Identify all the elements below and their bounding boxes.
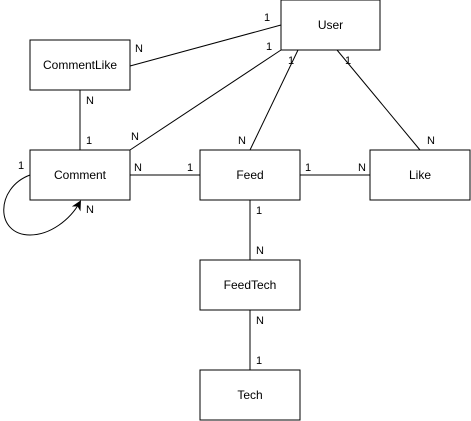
rel-line-commentlike-user (129, 24, 282, 67)
rel-line-comment-user (129, 49, 282, 151)
card-feed-user-to: 1 (288, 55, 294, 67)
card-comment-feed-to: 1 (187, 162, 193, 174)
entity-tech-label: Tech (237, 388, 262, 402)
card-like-user-from: N (427, 135, 435, 147)
rel-line-like-user (336, 49, 421, 151)
entity-tech[interactable]: Tech (199, 369, 301, 421)
entity-feedtech-label: FeedTech (224, 278, 277, 292)
card-comment-self-from: 1 (18, 160, 24, 172)
entity-like[interactable]: Like (369, 149, 471, 201)
entity-commentlike-label: CommentLike (43, 58, 117, 72)
card-feed-feedtech-to: N (256, 245, 264, 257)
card-comment-user-from: N (131, 131, 139, 143)
card-commentlike-user-to: 1 (264, 12, 270, 24)
entity-comment-label: Comment (54, 168, 107, 182)
card-feed-feedtech-from: 1 (256, 205, 262, 217)
card-feed-user-from: N (238, 135, 246, 147)
card-comment-self-to: N (86, 204, 94, 216)
card-feedtech-tech-to: 1 (256, 355, 262, 367)
card-feed-like-from: 1 (305, 162, 311, 174)
card-feed-like-to: N (358, 162, 366, 174)
card-comment-commentlike-to: N (86, 95, 94, 107)
entity-user-label: User (318, 18, 343, 32)
card-commentlike-user-from: N (135, 43, 143, 55)
entity-feedtech[interactable]: FeedTech (199, 259, 301, 311)
entity-like-label: Like (409, 168, 431, 182)
card-like-user-to: 1 (345, 55, 351, 67)
entity-user[interactable]: User (280, 0, 381, 51)
card-comment-user-to: 1 (266, 41, 272, 53)
entity-feed[interactable]: Feed (199, 149, 301, 201)
entity-comment[interactable]: Comment (29, 149, 131, 201)
card-comment-commentlike-from: 1 (86, 135, 92, 147)
card-comment-feed-from: N (134, 162, 142, 174)
card-feedtech-tech-from: N (256, 315, 264, 327)
rel-line-comment-self (3, 174, 81, 236)
rel-line-feed-user (249, 49, 299, 151)
entity-feed-label: Feed (236, 168, 263, 182)
entity-commentlike[interactable]: CommentLike (29, 39, 131, 91)
